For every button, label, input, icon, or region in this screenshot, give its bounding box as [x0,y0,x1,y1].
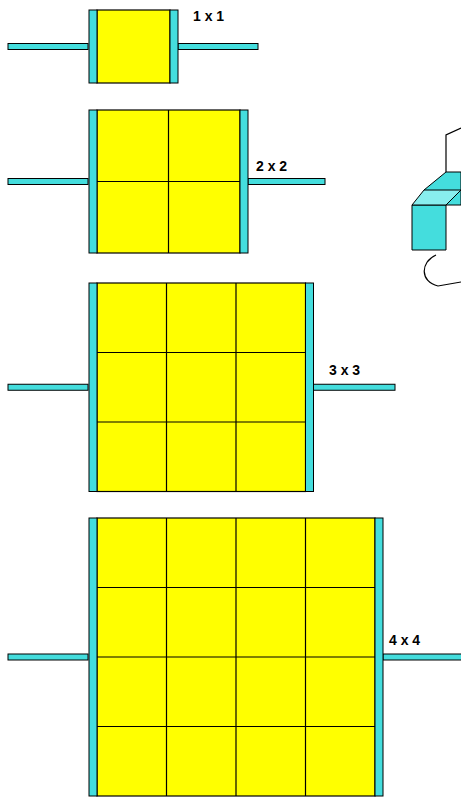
grid-line [97,181,240,182]
dielectric-grid [97,110,240,253]
grid-line [97,352,306,353]
grid-line [97,656,375,657]
capacitor-plate [240,110,248,253]
size-label: 3 x 3 [329,362,360,378]
partial-box-figure [412,128,461,286]
lead-wire [248,179,325,185]
grid-line [97,421,306,422]
capacitor-plate [375,518,383,796]
capacitor-grids [8,10,461,796]
lead-wire [8,44,88,50]
capacitor-plate [89,283,97,492]
capacitor-plate [89,10,97,83]
grid-line [97,726,375,727]
grid-line [166,283,167,492]
lead-wire [383,654,461,660]
capacitor-plate [89,110,97,253]
dielectric-grid [97,10,170,83]
grid-line [235,283,236,492]
grid-line [305,518,306,796]
lead-wire [8,384,88,390]
size-label: 1 x 1 [193,8,224,24]
lead-wire [314,384,396,390]
lead-wire [178,44,258,50]
capacitor-plate [89,518,97,796]
lead-wire [8,654,88,660]
dielectric-grid [97,518,375,796]
capacitor-plate [170,10,178,83]
size-label: 4 x 4 [389,632,420,648]
lead-wire [8,179,88,185]
capacitor-plate [306,283,314,492]
size-label: 2 x 2 [256,158,287,174]
dielectric-grid [97,283,306,492]
